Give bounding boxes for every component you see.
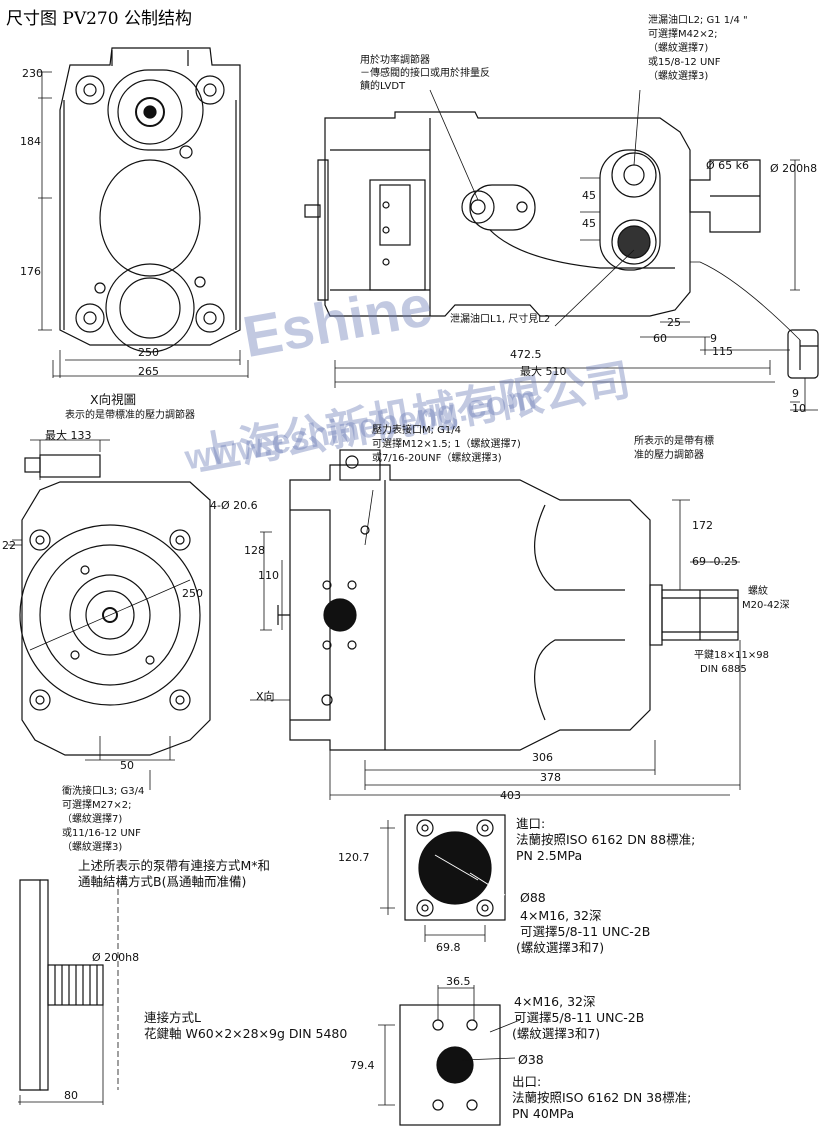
dim-120-7: 120.7 xyxy=(338,851,370,864)
dim-176: 176 xyxy=(20,265,41,278)
dim-79-4: 79.4 xyxy=(350,1059,375,1072)
dim-403: 403 xyxy=(500,789,521,802)
dim-378: 378 xyxy=(540,771,561,784)
drain-l1-note: 泄漏油口L1, 尺寸見L2 xyxy=(450,314,551,325)
drain-note-1: 泄漏油口L2; G1 1/4 " xyxy=(648,15,748,26)
side-view-drawing xyxy=(304,89,819,412)
dim-max-133: 最大 133 xyxy=(45,429,92,442)
drain-note-4: 或15/8-12 UNF xyxy=(648,57,721,68)
x-view-heading: X向視圖 xyxy=(90,392,137,407)
dim-200-h8-coupling: Ø 200h8 xyxy=(92,951,140,964)
x-view-drawing xyxy=(8,439,211,790)
power-regulator-note-1: 用於功率調節器 xyxy=(360,55,430,66)
dim-max-510: 最大 510 xyxy=(520,365,567,378)
dim-230: 230 xyxy=(22,67,43,80)
dim-65-k6: Ø 65 k6 xyxy=(706,159,750,172)
dim-25: 25 xyxy=(667,316,681,329)
drain-note-3: （螺紋選擇7) xyxy=(648,43,709,54)
dim-36-5: 36.5 xyxy=(446,975,471,988)
dim-80: 80 xyxy=(64,1089,78,1102)
outlet-label-3: PN 40MPa xyxy=(512,1106,575,1121)
inlet-label-1: 進口: xyxy=(516,816,546,831)
flush-note-5: （螺紋選擇3) xyxy=(62,842,123,853)
inlet-bolts-1: 4×M16, 32深 xyxy=(520,908,602,923)
flush-note-4: 或11/16-12 UNF xyxy=(62,828,141,839)
inlet-flange-drawing xyxy=(380,814,506,942)
inlet-bolts-3: (螺紋選擇3和7) xyxy=(516,940,605,955)
outlet-diameter: Ø38 xyxy=(518,1052,544,1067)
outlet-label-2: 法蘭按照ISO 6162 DN 38標准; xyxy=(512,1090,692,1105)
outlet-bolts-2: 可選擇5/8-11 UNC-2B xyxy=(514,1010,645,1025)
coupling-label-2: 花鍵軸 W60×2×28×9g DIN 5480 xyxy=(144,1026,348,1041)
dim-472-5: 472.5 xyxy=(510,348,542,361)
dim-10: 10 xyxy=(792,402,806,415)
outlet-bolts-3: (螺紋選擇3和7) xyxy=(512,1026,601,1041)
gauge-note-3: 或7/16-20UNF（螺紋選擇3) xyxy=(372,453,502,464)
dim-110: 110 xyxy=(258,569,279,582)
dim-69-8: 69.8 xyxy=(436,941,461,954)
x-view-subheading: 表示的是帶標准的壓力調節器 xyxy=(65,410,195,421)
regulator-note-2: 准的壓力調節器 xyxy=(634,450,704,461)
dim-115: 115 xyxy=(712,345,733,358)
dim-128: 128 xyxy=(244,544,265,557)
inlet-label-3: PN 2.5MPa xyxy=(516,848,583,863)
dim-184: 184 xyxy=(20,135,41,148)
inlet-diameter: Ø88 xyxy=(520,890,546,905)
dim-250-x: 250 xyxy=(182,587,203,600)
dim-4-206: 4-Ø 20.6 xyxy=(210,499,258,512)
through-drive-note-2: 通軸結構方式B(爲通軸而准備) xyxy=(78,874,247,889)
dim-60: 60 xyxy=(653,332,667,345)
top-view-drawing xyxy=(38,47,249,378)
dim-45-b: 45 xyxy=(582,217,596,230)
x-direction-label: X向 xyxy=(256,690,275,703)
thread-note-1: 螺紋 xyxy=(748,586,768,597)
dim-9-b: 9 xyxy=(792,387,799,400)
front-view-drawing xyxy=(250,449,741,800)
power-regulator-note-3: 饋的LVDT xyxy=(360,81,406,92)
power-regulator-note-2: －傳感閥的接口或用於排量反 xyxy=(360,68,490,79)
drain-note-5: （螺紋選擇3) xyxy=(648,71,709,82)
flush-note-1: 衝洗接口L3; G3/4 xyxy=(62,786,145,797)
gauge-note-2: 可選擇M12×1.5; 1（螺紋選擇7) xyxy=(372,439,521,450)
dim-45-a: 45 xyxy=(582,189,596,202)
dim-22: 22 xyxy=(2,539,16,552)
dim-265: 265 xyxy=(138,365,159,378)
inlet-bolts-2: 可選擇5/8-11 UNC-2B xyxy=(520,924,651,939)
dim-200-h8: Ø 200h8 xyxy=(770,162,818,175)
key-note-2: DIN 6885 xyxy=(700,664,747,675)
dim-50: 50 xyxy=(120,759,134,772)
flush-note-2: 可選擇M27×2; xyxy=(62,800,132,811)
through-drive-note-1: 上述所表示的泵帶有連接方式M*和 xyxy=(78,858,271,873)
dim-172: 172 xyxy=(692,519,713,532)
dim-250: 250 xyxy=(138,346,159,359)
dim-306: 306 xyxy=(532,751,553,764)
dim-69: 69 -0.25 xyxy=(692,555,738,568)
regulator-note-1: 所表示的是帶有標 xyxy=(634,436,714,447)
drain-note-2: 可選擇M42×2; xyxy=(648,29,718,40)
coupling-drawing xyxy=(18,879,119,1105)
outlet-flange-drawing xyxy=(378,985,521,1126)
gauge-note-1: 壓力表接口M; G1/4 xyxy=(372,425,462,436)
flush-note-3: （螺紋選擇7) xyxy=(62,814,123,825)
coupling-label-1: 連接方式L xyxy=(144,1010,201,1025)
outlet-bolts-1: 4×M16, 32深 xyxy=(514,994,596,1009)
dim-9-a: 9 xyxy=(710,332,717,345)
outlet-label-1: 出口: xyxy=(512,1074,542,1089)
inlet-label-2: 法蘭按照ISO 6162 DN 88標准; xyxy=(516,832,696,847)
thread-note-2: M20-42深 xyxy=(742,600,790,611)
page-title: 尺寸图 PV270 公制结构 xyxy=(6,9,192,29)
key-note-1: 平鍵18×11×98 xyxy=(694,650,769,661)
